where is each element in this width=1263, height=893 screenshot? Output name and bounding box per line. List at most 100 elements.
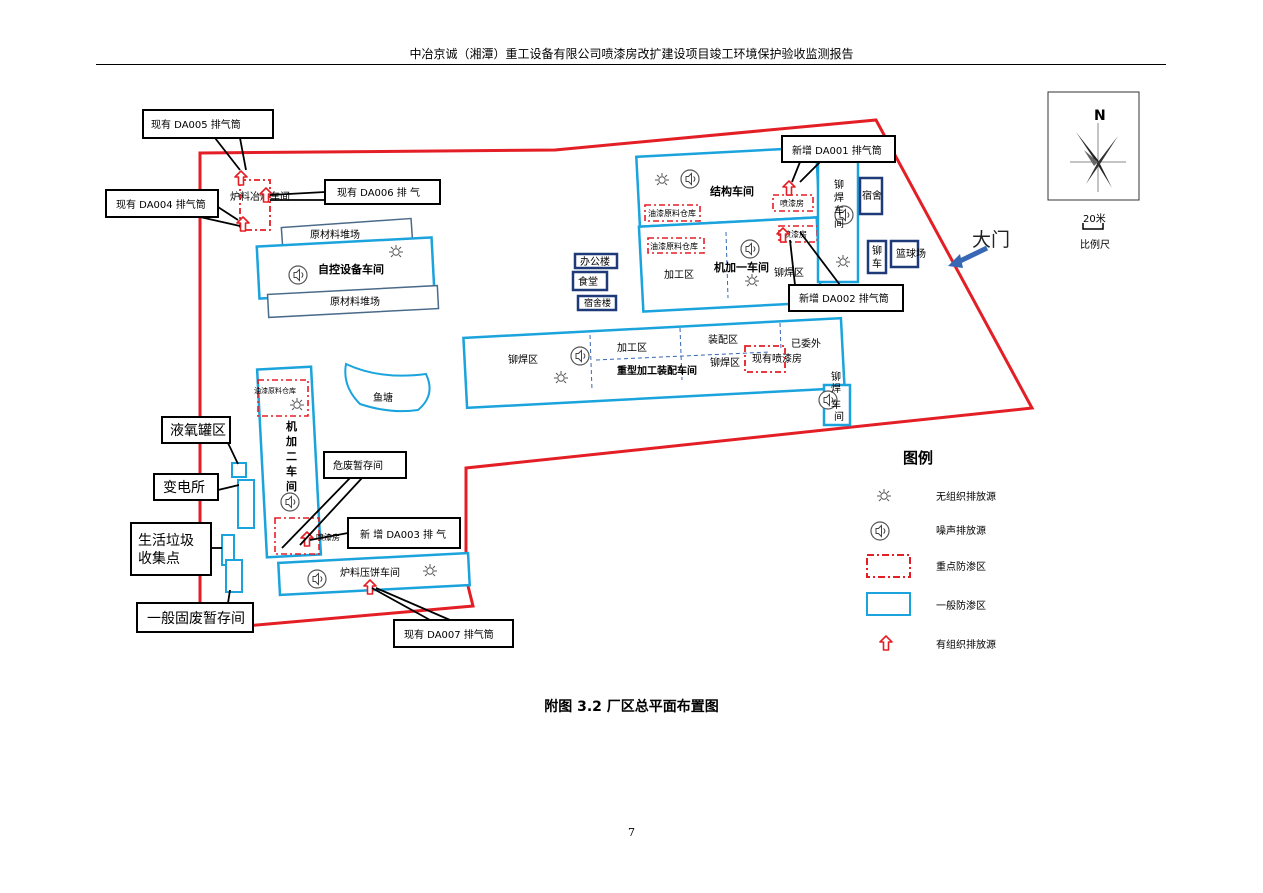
scale-bar [1082, 223, 1104, 230]
buildings-machining-2-2-label: 二 [286, 450, 297, 463]
raw-yard-bottom [266, 284, 440, 319]
callout-substation-box [153, 473, 219, 501]
callouts-da006-label: 现有 DA006 排 气 [337, 186, 420, 199]
gate-label: 大门 [972, 229, 1010, 251]
legend-items-1-label-label: 噪声排放源 [936, 524, 986, 537]
callout-da004-box [105, 189, 219, 218]
general-seepage-zone-icon [866, 592, 911, 616]
organized-emission-icon [879, 635, 893, 651]
callout-hazwaste-box [323, 451, 407, 479]
callouts-solidwaste-label: 一般固废暂存间 [147, 611, 245, 627]
buildings-rivet-zone-label: 铆焊区 [774, 266, 804, 279]
callout-da005-box [142, 109, 274, 139]
legend-items-4-label-label: 有组织排放源 [936, 638, 996, 651]
buildings-machining-2-4-label: 间 [286, 480, 297, 493]
report-header: 中冶京诚（湘潭）重工设备有限公司喷漆房改扩建设项目竣工环境保护验收监测报告 [409, 47, 854, 61]
heavy-assembly-label: 重型加工装配车间 [617, 364, 697, 377]
substation [237, 479, 255, 529]
callouts-substation-label: 变电所 [163, 480, 205, 496]
unorganized-emission-icon [876, 488, 892, 502]
callouts-da003-label: 新 增 DA003 排 气 [360, 528, 446, 541]
fishpond [344, 362, 431, 413]
callout-da003-box [347, 517, 461, 549]
paint-store-3-seepage [257, 379, 309, 417]
auto-equip-label: 自控设备车间 [318, 262, 384, 276]
buildings-raw-yard-2-label: 原材料堆场 [330, 295, 380, 308]
buildings-rivet-shop-1-0-label: 铆 [834, 178, 844, 191]
callouts-garbage2-label: 收集点 [138, 550, 180, 567]
furnace-smelt-label: 炉料冶炼车间 [230, 190, 290, 203]
buildings-raw-yard-1-label: 原材料堆场 [310, 228, 360, 241]
legend-items-0-label-label: 无组织排放源 [936, 490, 996, 503]
scale-value: 20米 [1083, 212, 1106, 225]
legend-title: 图例 [903, 449, 933, 467]
existing-paint-room-seepage [744, 345, 786, 373]
scale-label: 比例尺 [1080, 238, 1110, 251]
callouts-hazwaste-label: 危废暂存间 [333, 459, 383, 472]
figure-caption: 附图 3.2 厂区总平面布置图 [544, 699, 719, 715]
callouts-da004-label: 现有 DA004 排气筒 [116, 198, 206, 211]
callout-da007-box [393, 619, 514, 648]
callouts-da001-label: 新增 DA001 排气筒 [792, 144, 882, 157]
lox-tank-area [231, 462, 247, 478]
buildings-processing-zone-label: 加工区 [664, 269, 694, 281]
page-number: 7 [628, 826, 635, 839]
callout-garbage-box [130, 522, 212, 576]
dorm-2 [576, 294, 618, 312]
buildings-fishpond-label: 鱼塘 [373, 391, 393, 404]
buildings-paint-store-2-label: 油漆原料仓库 [650, 241, 698, 251]
callouts-da007-label: 现有 DA007 排气筒 [404, 628, 494, 641]
buildings-canteen-label: 食堂 [578, 275, 598, 288]
basketball-court [889, 239, 920, 269]
buildings-machining-2-3-label: 车 [286, 464, 297, 478]
machining-shop-2 [255, 365, 323, 559]
compass-north-label: N [1094, 108, 1106, 124]
furnace-cake-label: 炉料压饼车间 [340, 566, 400, 579]
paint-room-3-seepage [274, 517, 320, 555]
noise-source-icon [870, 521, 890, 541]
structure-shop-label: 结构车间 [709, 184, 754, 198]
buildings-heavy-assemble-label: 装配区 [708, 333, 738, 346]
furnace-smelt-seepage-zone [239, 179, 271, 231]
callouts-da002-label: 新增 DA002 排气筒 [799, 292, 889, 305]
heavy-assembly-shop [462, 316, 846, 410]
buildings-office-label: 办公楼 [580, 255, 610, 268]
buildings-rivet-shop-1-2-label: 车 [834, 204, 844, 217]
paint-store-1-seepage [644, 204, 701, 222]
buildings-rivet-shop-1-1-label: 焊 [834, 192, 844, 204]
paint-store-2-seepage [647, 237, 705, 254]
buildings-paint-room-2-label: 喷漆房 [783, 229, 807, 239]
buildings-basketball-label: 篮球场 [896, 247, 926, 260]
buildings-machining-2-0-label: 机 [286, 419, 297, 433]
office [573, 252, 619, 270]
canteen [571, 270, 609, 292]
key-seepage-zone-icon [866, 554, 911, 578]
buildings-rivet-shop-3-2-label: 车 [831, 398, 841, 411]
buildings-paint-store-1-label: 油漆原料仓库 [648, 208, 696, 218]
buildings-rivet-shop-1-3-label: 间 [834, 217, 844, 230]
callout-da002-box [788, 284, 904, 312]
gate-arrow-icon [956, 245, 989, 265]
solid-waste-store [225, 559, 243, 593]
legend-items-2-label-label: 重点防渗区 [936, 560, 986, 573]
buildings-existing-paint-label: 现有喷漆房 [752, 352, 802, 365]
legend-items-3-label-label: 一般防渗区 [936, 599, 986, 612]
paint-room-1-seepage [772, 194, 814, 212]
buildings-machining-2-1-label: 加 [285, 434, 297, 448]
header-rule [96, 64, 1166, 65]
callouts-lox-label: 液氧罐区 [170, 423, 226, 439]
buildings-rivet-shop-3-0-label: 铆 [831, 370, 841, 383]
machining-1-label: 机加一车间 [714, 260, 769, 274]
site-boundary [198, 118, 1035, 632]
callout-da001-box [781, 135, 896, 163]
buildings-rivet-shop-3-3-label: 间 [834, 410, 844, 423]
buildings-rivet-shop-2-0-label: 铆 [872, 244, 882, 257]
callouts-da005-label: 现有 DA005 排气筒 [151, 118, 241, 131]
buildings-dorm-1-label: 宿舍 [862, 189, 882, 202]
buildings-paint-store-3-label: 油漆原料仓库 [254, 386, 296, 395]
buildings-paint-room-1-label: 喷漆房 [780, 198, 804, 208]
rivet-shop-2 [866, 239, 888, 275]
north-arrow-icon [1047, 91, 1140, 201]
callout-solidwaste-box [136, 602, 254, 633]
